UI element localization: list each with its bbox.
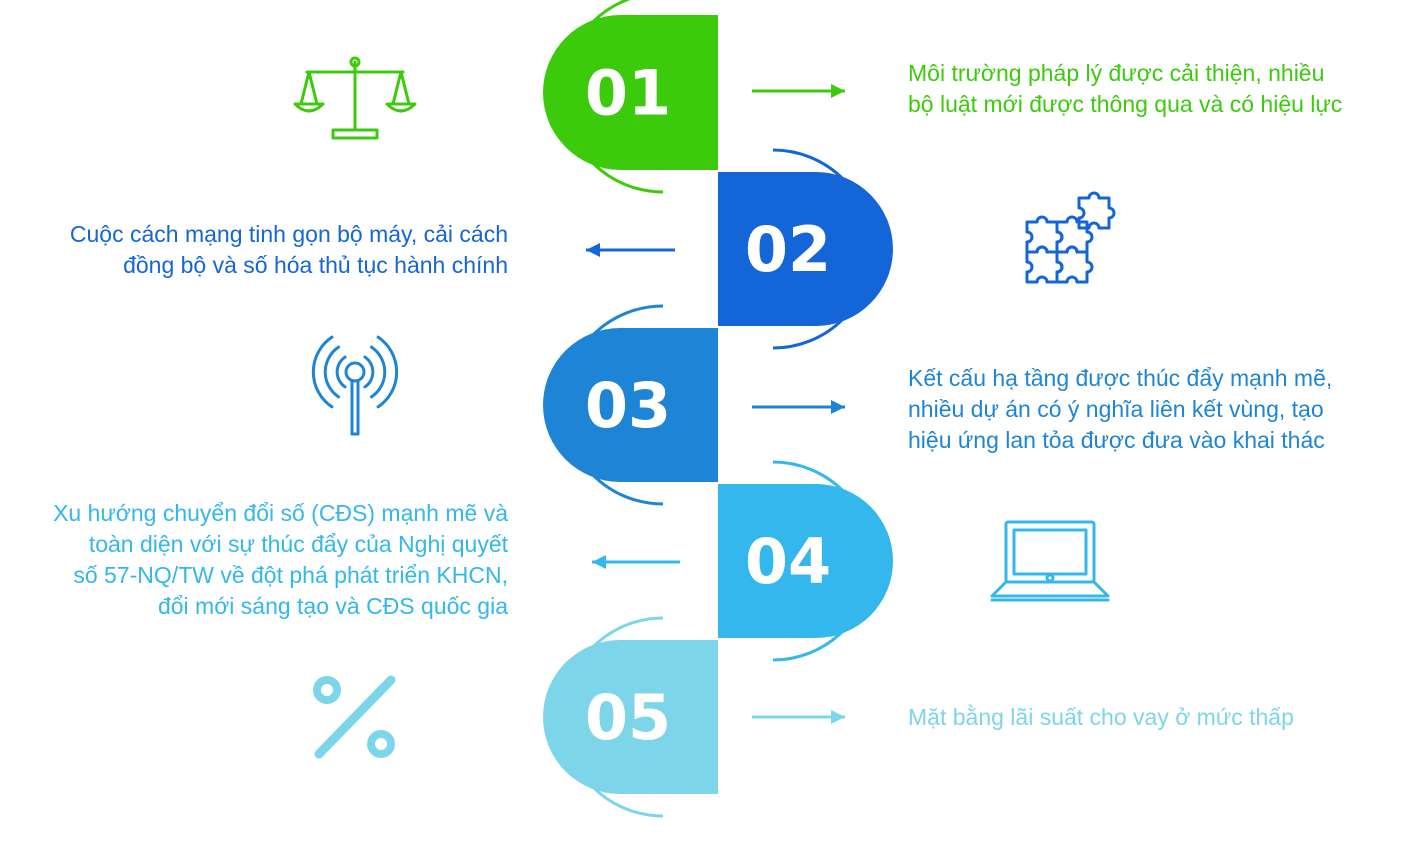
step-04-arrow: [592, 555, 680, 569]
step-05-text-line: Mặt bằng lãi suất cho vay ở mức thấp: [908, 704, 1294, 730]
balance-scale-icon: [293, 56, 417, 140]
percent-icon: [313, 675, 396, 759]
step-02-text-line: đồng bộ và số hóa thủ tục hành chính: [123, 252, 508, 278]
step-01-number: 01: [585, 57, 671, 130]
step-04-pill: [718, 484, 893, 638]
step-04-text-line: Xu hướng chuyển đổi số (CĐS) mạnh mẽ và: [53, 500, 508, 526]
step-04-text-line: số 57-NQ/TW về đột phá phát triển KHCN,: [73, 562, 508, 588]
step-04: 04: [592, 460, 1110, 662]
step-03-text-line: nhiều dự án có ý nghĩa liên kết vùng, tạ…: [908, 396, 1324, 422]
step-01-text-line: bộ luật mới được thông qua và có hiệu lự…: [908, 91, 1343, 117]
step-02-number: 02: [745, 213, 831, 286]
step-02-text-line: Cuộc cách mạng tinh gọn bộ máy, cải cách: [69, 221, 508, 247]
step-01-arrow: [752, 84, 845, 98]
step-04-number: 04: [745, 525, 831, 598]
step-03-number: 03: [585, 369, 671, 442]
step-03: 03: [311, 304, 845, 506]
step-01-text-line: Môi trường pháp lý được cải thiện, nhiều: [908, 60, 1325, 86]
step-05: 05: [313, 616, 845, 818]
step-05-pill: [543, 640, 718, 794]
step-02: 02: [586, 148, 1116, 350]
step-03-text-line: Kết cấu hạ tầng được thúc đẩy mạnh mẽ,: [908, 365, 1333, 391]
step-05-text: Mặt bằng lãi suất cho vay ở mức thấp: [908, 702, 1294, 733]
step-03-pill: [543, 328, 718, 482]
step-05-number: 05: [585, 681, 671, 754]
puzzle-icon: [1025, 191, 1116, 284]
step-03-text: Kết cấu hạ tầng được thúc đẩy mạnh mẽ, nh…: [908, 363, 1332, 456]
step-01: 01: [293, 0, 845, 194]
step-04-text-line: đổi mới sáng tạo và CĐS quốc gia: [157, 593, 508, 619]
antenna-icon: [311, 335, 399, 436]
step-03-text-line: hiệu ứng lan tỏa được đưa vào khai thác: [908, 427, 1325, 453]
step-01-text: Môi trường pháp lý được cải thiện, nhiều…: [908, 58, 1342, 120]
step-04-text-line: toàn diện với sự thúc đẩy của Nghị quyết: [88, 531, 508, 557]
step-05-arrow: [752, 710, 845, 724]
step-01-pill: [543, 15, 718, 170]
step-02-pill: [718, 172, 893, 326]
laptop-icon: [990, 520, 1110, 602]
step-01-arc: [562, 0, 664, 194]
step-02-text: Cuộc cách mạng tinh gọn bộ máy, cải cách…: [70, 219, 508, 281]
step-02-arrow: [586, 243, 675, 257]
step-04-text: Xu hướng chuyển đổi số (CĐS) mạnh mẽ và t…: [53, 498, 508, 622]
step-03-arrow: [752, 400, 845, 414]
